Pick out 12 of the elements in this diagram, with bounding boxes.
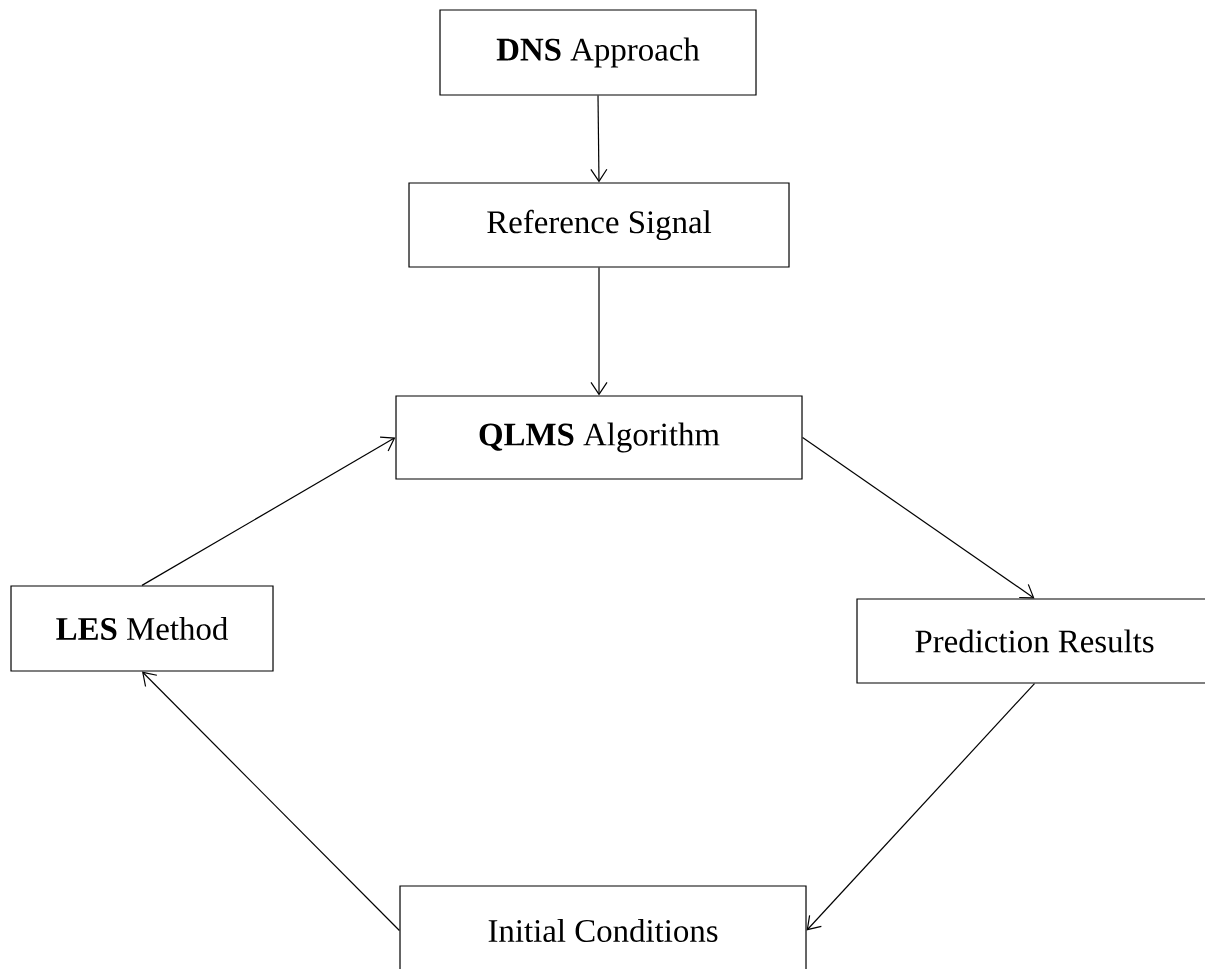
arrow: [590, 95, 608, 183]
arrow: [141, 436, 396, 586]
arrow: [142, 671, 400, 932]
arrow: [806, 683, 1036, 931]
process-box: Initial Conditions: [399, 885, 807, 969]
process-box: Reference Signal: [408, 182, 790, 268]
arrow: [590, 267, 608, 396]
process-box: DNS Approach: [439, 9, 757, 96]
arrow: [802, 436, 1035, 599]
process-box: QLMS Algorithm: [395, 395, 803, 480]
process-box: LES Method: [10, 585, 274, 672]
process-box: Prediction Results: [856, 598, 1205, 684]
